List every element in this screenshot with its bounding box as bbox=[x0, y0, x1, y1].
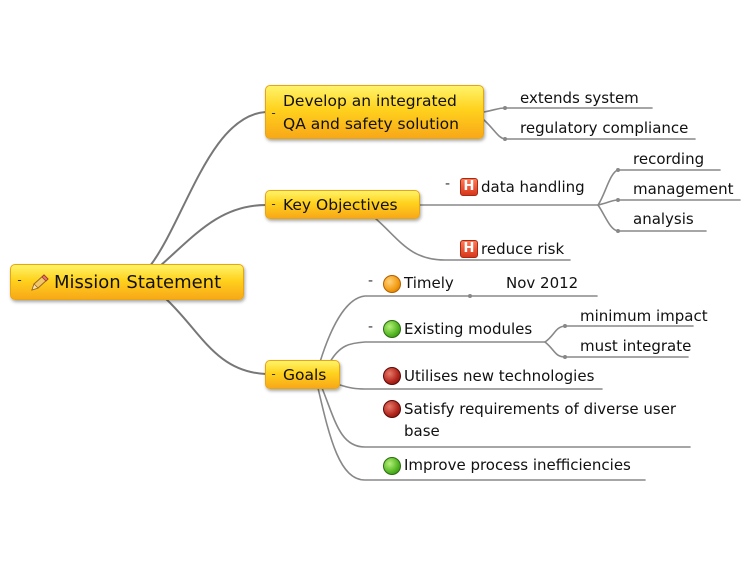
priority-red-icon bbox=[383, 400, 401, 418]
management-label[interactable]: management bbox=[633, 180, 734, 198]
reduce-risk-label[interactable]: reduce risk bbox=[481, 240, 565, 258]
goals-node[interactable]: - Goals bbox=[265, 360, 340, 389]
extends-system-label[interactable]: extends system bbox=[520, 89, 639, 107]
develop-label-line1: Develop an integrated bbox=[283, 92, 457, 110]
satisfy-label-line2[interactable]: base bbox=[404, 422, 440, 440]
collapse-toggle[interactable]: - bbox=[445, 176, 451, 192]
regulatory-compliance-label[interactable]: regulatory compliance bbox=[520, 119, 689, 137]
new-technologies-label[interactable]: Utilises new technologies bbox=[404, 367, 595, 385]
must-integrate-label[interactable]: must integrate bbox=[580, 337, 692, 355]
connector-objectives-reducerisk bbox=[374, 217, 571, 261]
nov-2012-label[interactable]: Nov 2012 bbox=[506, 274, 579, 292]
collapse-toggle[interactable]: - bbox=[271, 197, 276, 211]
priority-green-icon bbox=[383, 320, 401, 338]
connector-goals-satisfy bbox=[321, 387, 691, 448]
priority-red-icon bbox=[383, 367, 401, 385]
develop-label-line2: QA and safety solution bbox=[283, 115, 459, 133]
connector-root-develop bbox=[149, 111, 267, 267]
connector-goals-improve bbox=[317, 387, 646, 481]
goals-label: Goals bbox=[283, 366, 327, 384]
collapse-toggle[interactable]: - bbox=[271, 367, 276, 381]
pencil-icon bbox=[29, 273, 51, 293]
collapse-toggle[interactable]: - bbox=[368, 319, 374, 335]
root-node[interactable]: - Mission Statement bbox=[10, 264, 244, 300]
priority-orange-icon bbox=[383, 275, 401, 293]
collapse-toggle[interactable]: - bbox=[368, 273, 374, 289]
analysis-label[interactable]: analysis bbox=[633, 210, 694, 228]
connector-root-objectives bbox=[159, 204, 267, 267]
objectives-label: Key Objectives bbox=[283, 196, 398, 214]
existing-modules-label[interactable]: Existing modules bbox=[404, 320, 533, 338]
data-handling-label[interactable]: data handling bbox=[481, 178, 585, 196]
connector-goals-timely bbox=[319, 295, 471, 363]
develop-node[interactable]: - Develop an integrated QA and safety so… bbox=[265, 85, 484, 139]
collapse-toggle[interactable]: - bbox=[17, 273, 22, 287]
satisfy-label-line1[interactable]: Satisfy requirements of diverse user bbox=[404, 400, 677, 418]
priority-green-icon bbox=[383, 457, 401, 475]
recording-label[interactable]: recording bbox=[633, 150, 705, 168]
priority-high-icon: H bbox=[460, 178, 478, 196]
root-label: Mission Statement bbox=[54, 272, 222, 293]
timely-label[interactable]: Timely bbox=[404, 274, 454, 292]
improve-process-label[interactable]: Improve process inefficiencies bbox=[404, 456, 631, 474]
minimum-impact-label[interactable]: minimum impact bbox=[580, 307, 708, 325]
connector-goals-existing bbox=[329, 341, 546, 363]
objectives-node[interactable]: - Key Objectives bbox=[265, 190, 420, 219]
collapse-toggle[interactable]: - bbox=[271, 106, 276, 120]
priority-high-icon: H bbox=[460, 240, 478, 258]
connector-develop-extends bbox=[483, 107, 653, 113]
connector-goals-technologies bbox=[339, 384, 603, 390]
connector-root-goals bbox=[164, 297, 267, 375]
